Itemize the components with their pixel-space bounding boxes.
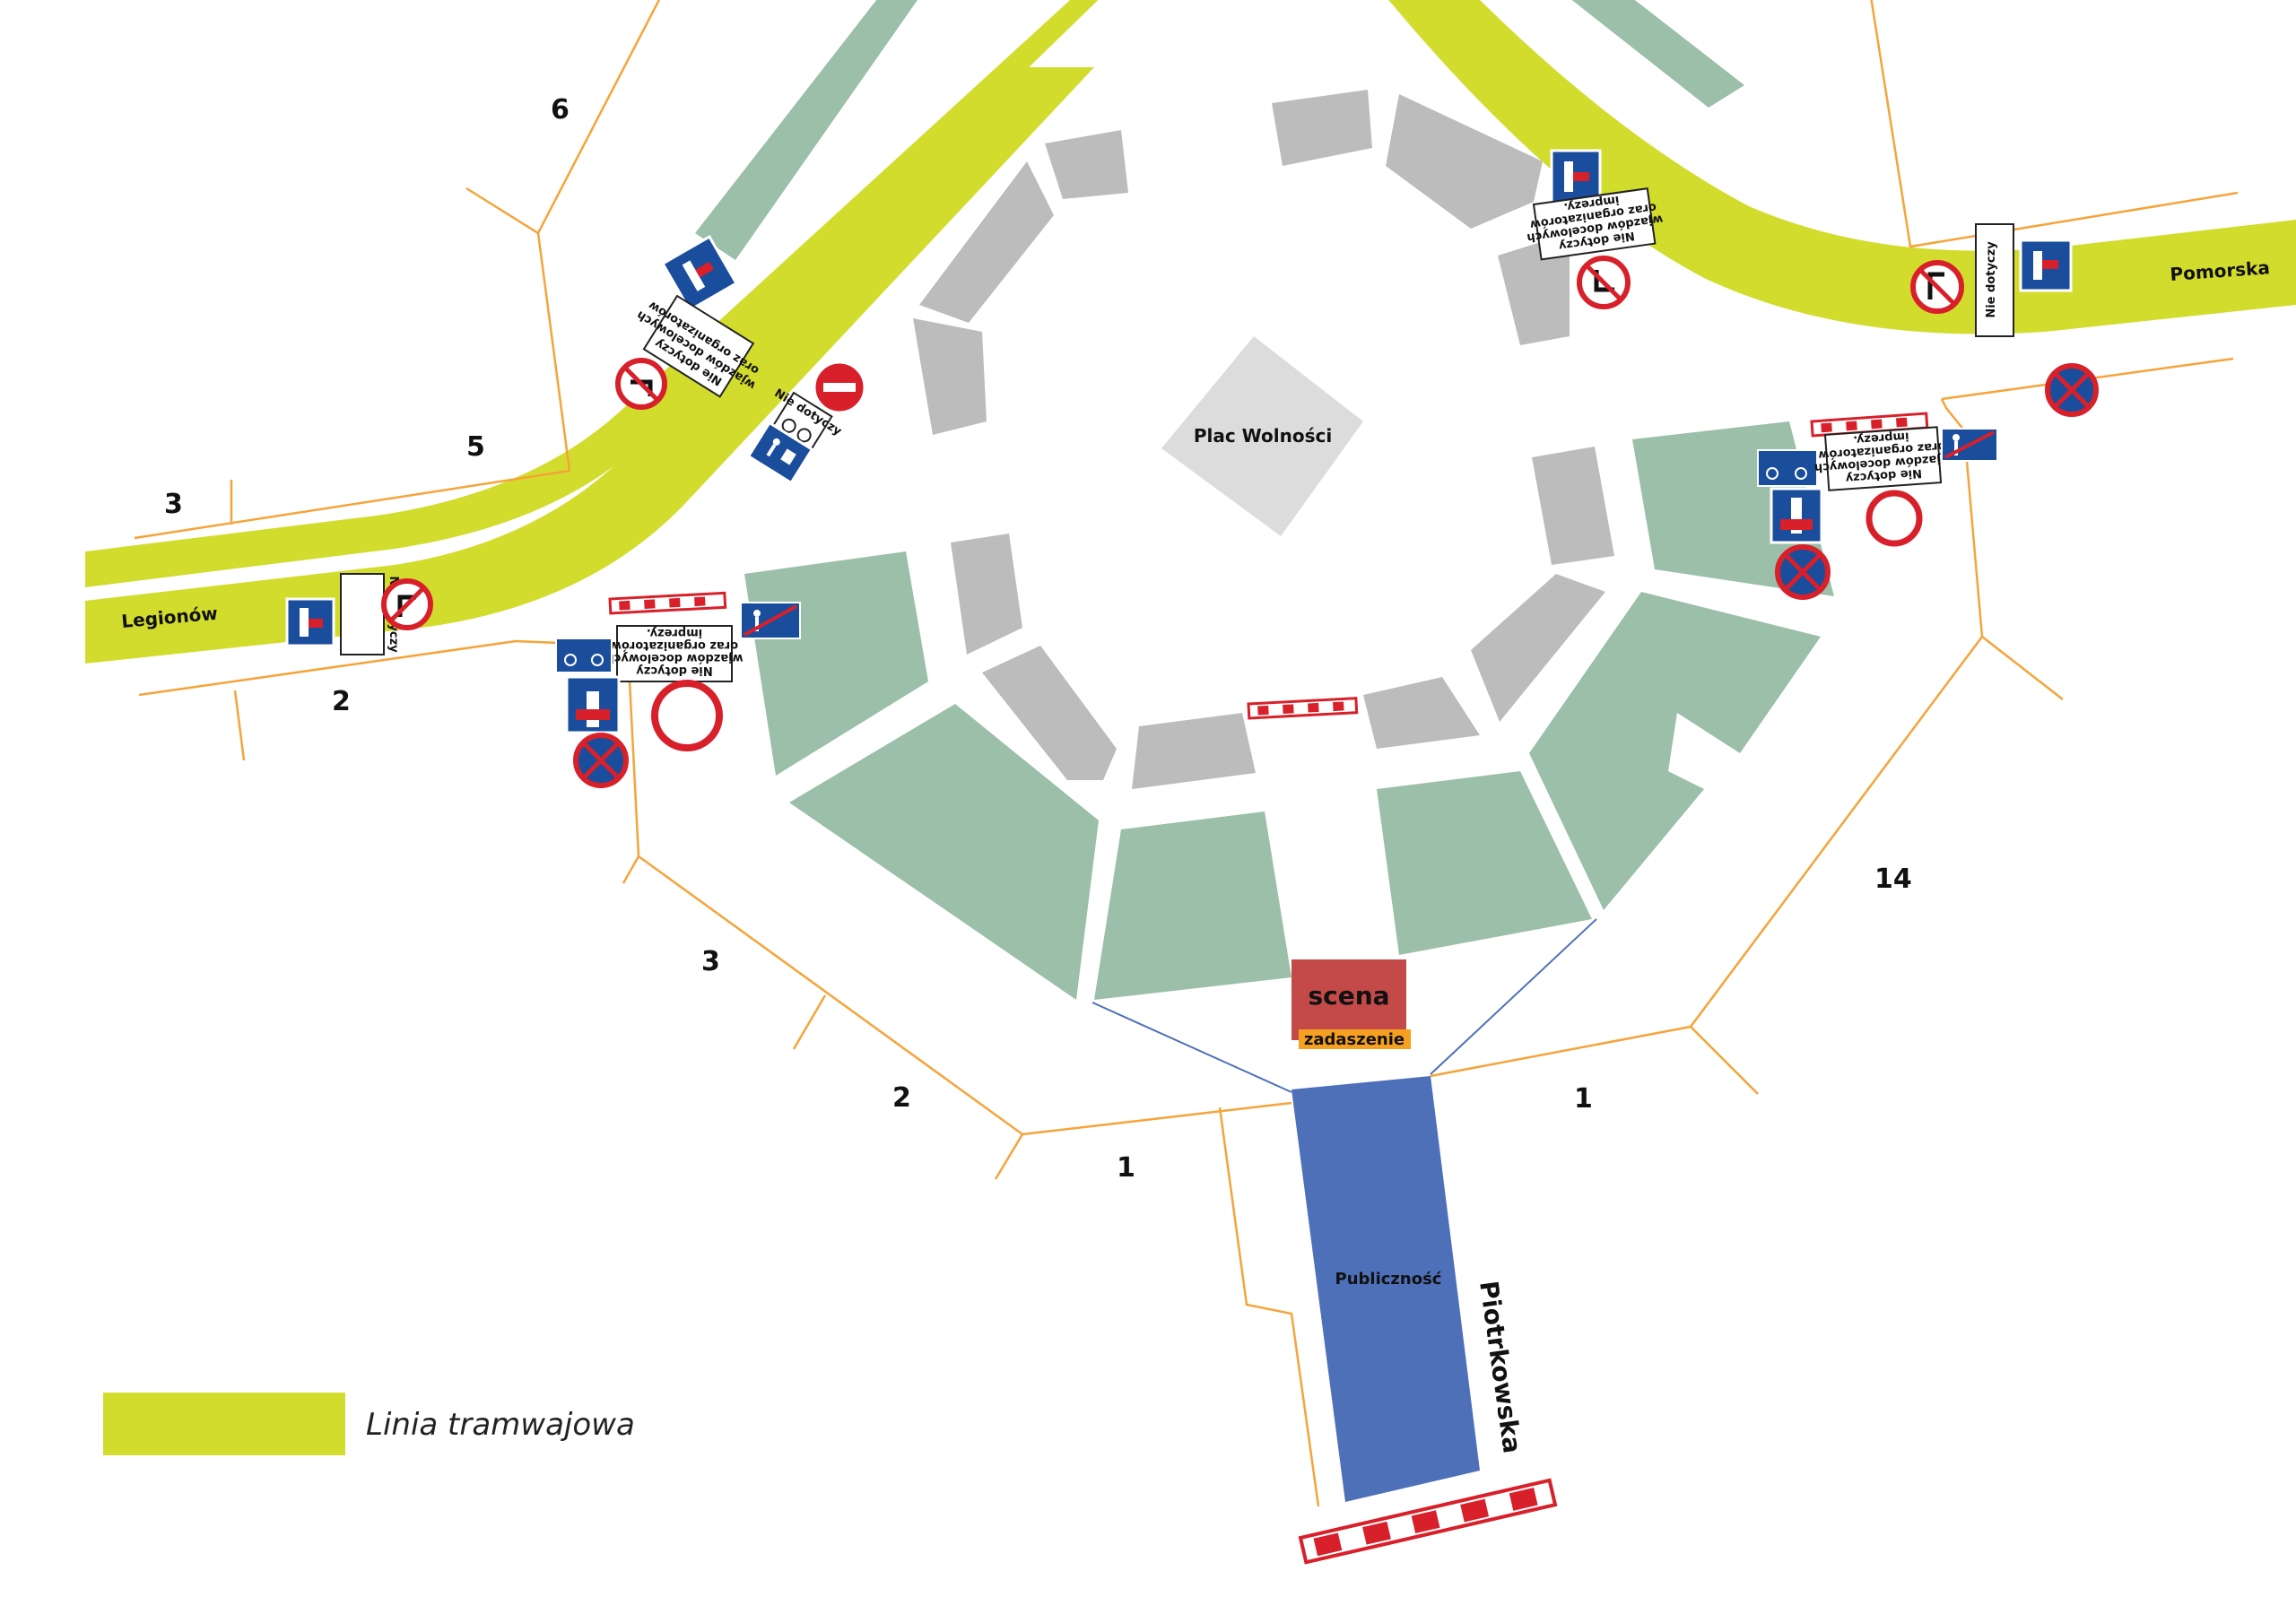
sign-plate: Nie dotyczy wjazdów docelowych oraz orga… [1813,426,1952,491]
zone-number: 5 [466,431,485,463]
tram-line-legionow [85,0,1099,587]
no-left-turn-icon [615,358,667,410]
boundary-line [1940,398,1984,638]
sign-group-northeast: Nie dotyczy wjazdów docelowych oraz orga… [1526,149,1664,309]
plac-wolnosci-label: Plac Wolności [1194,425,1332,447]
boundary-line [233,690,246,761]
pedestrian-zone-icon [740,602,801,639]
building [919,161,1054,323]
audience-label: Publiczność [1335,1270,1442,1289]
no-vehicles-icon [1866,490,1923,547]
no-stopping-icon [573,733,629,788]
sign-group-legionow: Nie dotyczy Nie dotyczy wjazdów docelowy… [285,234,866,655]
boundary-line [138,639,640,884]
tram-lines [85,0,2296,664]
pedestrian-zone-icon [1941,428,1998,462]
one-way-end-icon [1550,149,1602,204]
guide-line-left [1091,1002,1292,1093]
boundary-line [134,232,571,540]
green-strip-right-top [1571,0,1744,108]
boundary-lines [134,0,2239,1507]
building [1045,130,1128,199]
sign-plate: Nie dotyczy wjazdów docelowych oraz orga… [1526,187,1664,261]
plac-wolnosci-square [1161,336,1363,536]
sign-plate: Nie dotyczy [1975,223,2014,337]
canopy-label: zadaszenie [1304,1030,1405,1049]
boundary-line [1430,1025,1759,1095]
zone-number: 14 [1874,864,1912,895]
audience-area [1292,1076,1480,1502]
building [913,318,987,435]
zone-number: 3 [164,489,183,520]
building [1386,94,1543,229]
no-stopping-icon [1775,544,1831,600]
building [982,646,1117,780]
one-way-end-icon [285,597,335,647]
building [951,534,1022,655]
no-left-turn-icon [1910,260,1964,314]
building [1471,574,1605,722]
one-way-end-icon [660,234,739,313]
building [1132,713,1256,789]
buildings [913,90,1614,789]
building [1363,677,1480,749]
no-stopping-icon [2045,363,2099,417]
bike-path-icon [555,638,613,673]
zone-number: 2 [332,686,351,717]
sign-plate: Nie dotyczy wjazdów docelowych oraz orga… [605,625,744,682]
dead-end-icon [565,675,621,734]
zone-numbers: 6 5 3 2 3 2 1 1 14 [164,94,1912,1184]
canopy-block [1299,1029,1411,1049]
building [1532,447,1614,565]
pedestrian-zone-icon [746,421,814,485]
green-zone [1529,592,1821,910]
barrier-icon [608,591,727,615]
dead-end-icon [1770,487,1823,544]
guide-line-right [1430,918,1597,1075]
green-zone [1377,771,1592,955]
green-zone [1094,812,1292,1000]
building [1498,233,1570,345]
green-strips [695,0,1744,260]
sign-plate-text: imprezy. [647,626,702,639]
bike-path-icon [1757,449,1818,487]
sign-plate-text: imprezy. [1853,430,1909,447]
no-vehicles-icon [651,680,723,751]
building [1272,90,1372,166]
green-strip-left-top [695,0,918,260]
no-right-turn-icon [1577,256,1631,309]
sign-plate-text: wjazdów docelowych [605,651,743,664]
sign-group-southwest: Nie dotyczy wjazdów docelowych oraz orga… [555,602,801,788]
sign-group-pomorska: Nie dotyczy [1910,223,2099,417]
zone-number: 3 [701,946,720,977]
no-entry-icon [813,360,866,414]
sign-plate-text: Nie dotyczy [636,664,713,677]
zone-number: 1 [1117,1152,1135,1184]
barrier-icon [1298,1478,1558,1565]
legend: Linia tramwajowa [103,1393,635,1455]
boundary-line [1870,0,2239,248]
boundary-line [1218,1107,1320,1507]
one-way-end-icon [2019,239,2073,292]
sign-plate-text: oraz organizatorów [611,638,738,652]
zone-number: 2 [892,1082,911,1114]
zone-number: 6 [551,94,570,126]
green-zone [789,704,1099,1000]
zone-number: 1 [1574,1083,1593,1115]
no-right-turn-icon [381,578,433,630]
barrier-icon [1247,697,1359,720]
boundary-line [792,994,827,1050]
legend-tram-label: Linia tramwajowa [366,1407,635,1443]
tram-line-legionow-band [85,67,1094,664]
sign-plate-text: Nie dotyczy [1845,466,1923,485]
sign-plate-text: Nie dotyczy [1985,241,1998,318]
boundary-line [994,1133,1024,1180]
sign-group-southeast: Nie dotyczy wjazdów docelowych oraz orga… [1757,426,1998,600]
stage-block [1292,959,1406,1040]
street-label-piotrkowska: Piotrkowska [1474,1279,1527,1454]
stage-label: scena [1308,981,1389,1011]
legend-tram-swatch [103,1393,345,1455]
audience-guide-lines [1091,918,1597,1093]
